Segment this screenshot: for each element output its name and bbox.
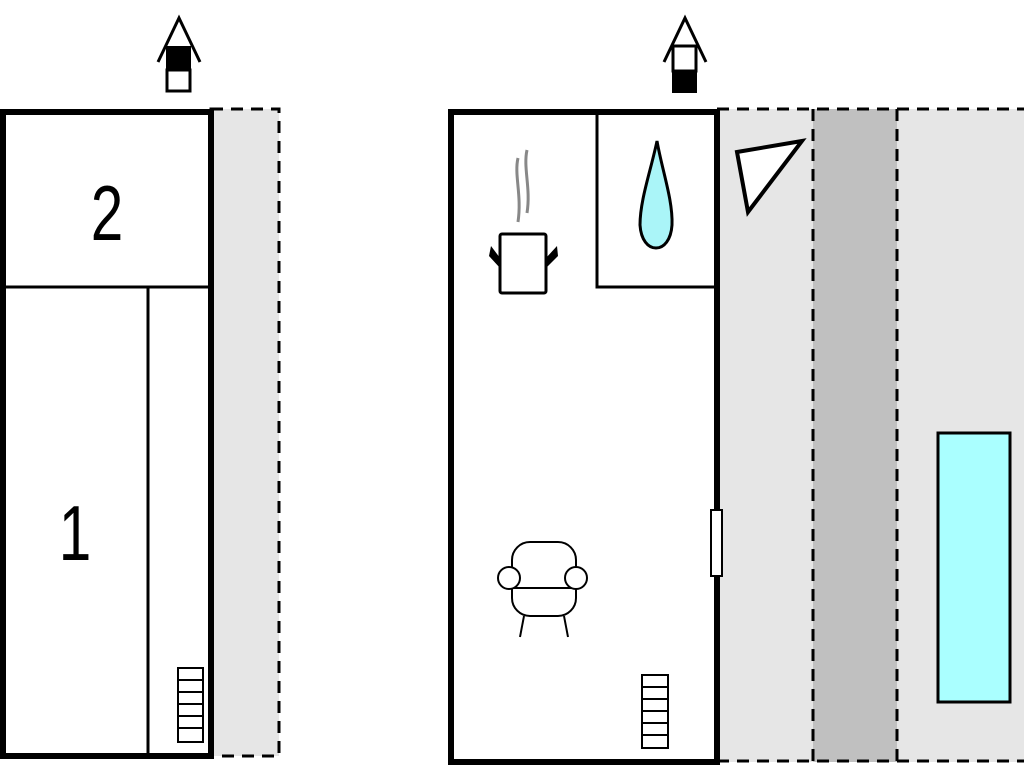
left-building-outline [0,109,214,759]
right-building-outline [448,109,720,765]
room-number-1: 1 [59,490,92,577]
walkway [813,109,897,762]
triangle-icon [734,138,807,217]
north-arrow-icon [662,14,708,93]
stairs-icon [641,674,669,749]
north-arrow-icon [156,14,202,93]
stairs-icon [177,667,204,743]
bathroom-wall [595,112,717,289]
right-floor-plan [448,14,1024,765]
left-terrace [209,107,281,758]
terrace-boundary [717,107,1024,763]
water-drop-icon [638,140,674,250]
left-floor-plan: 2 1 [0,14,281,759]
room-number-2: 2 [91,170,124,257]
pool-icon [936,431,1012,704]
door [710,509,723,577]
armchair-icon [497,541,588,638]
cooking-pot-icon [489,149,558,295]
